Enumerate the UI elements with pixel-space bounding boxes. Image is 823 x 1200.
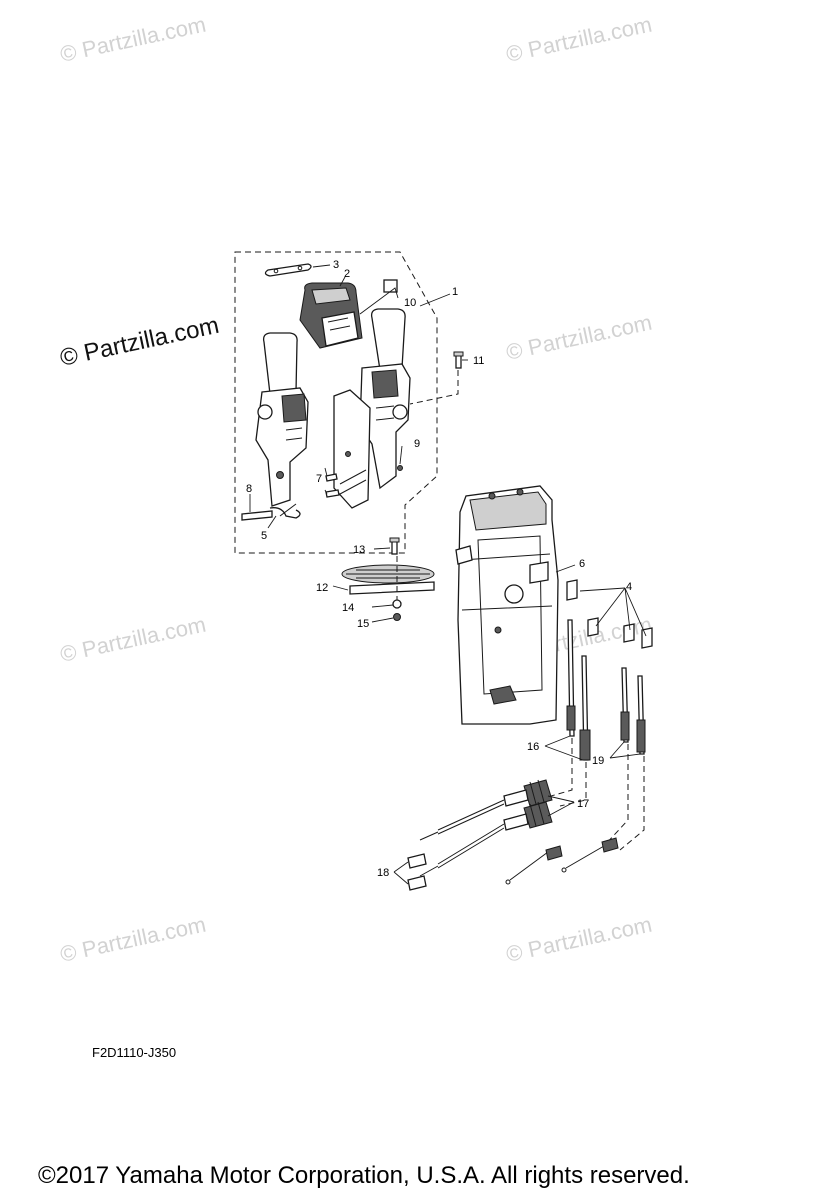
callout-7: 7 [316,473,322,485]
callout-17: 17 [577,798,589,810]
part-center-plate [333,389,371,509]
callout-9: 9 [414,438,420,450]
callout-15: 15 [357,618,369,630]
leader-dashed [409,370,459,405]
watermark: © Partzilla.com [58,912,208,967]
part-bolts [325,473,340,498]
part-left-lever [255,332,309,507]
leader-lines [249,264,647,885]
part-gasket [341,564,435,595]
callout-16: 16 [527,741,539,753]
part-cables-19 [620,667,646,755]
callout-19: 19 [592,755,604,767]
part-cable-housings [503,779,553,831]
watermark: © Partzilla.com [504,912,654,967]
watermark: © Partzilla.com [58,612,208,667]
callout-6: 6 [579,558,585,570]
part-cables-16 [566,619,591,761]
part-bolt-vertical [453,351,464,369]
part-small-block [383,279,398,293]
callout-13: 13 [353,544,365,556]
copyright-notice: ©2017 Yamaha Motor Corporation, U.S.A. A… [38,1162,690,1189]
part-long-cables [407,799,505,891]
callout-2: 2 [344,268,350,280]
part-control-box [455,485,559,725]
callout-11: 11 [473,355,484,367]
callout-4: 4 [626,581,632,593]
part-right-lever [359,308,411,490]
callout-10: 10 [404,297,416,309]
part-top-cover [299,282,363,349]
callout-12: 12 [316,582,328,594]
callouts: 1 2 3 4 5 6 7 8 9 10 11 12 13 14 15 16 1… [246,259,632,879]
reference-code: F2D1110-J350 [92,1045,177,1060]
cable-runs [543,738,645,851]
watermark: © Partzilla.com [504,310,654,365]
part-washer [392,599,402,609]
part-lower-cable-ends [505,837,619,885]
callout-18: 18 [377,867,389,879]
part-bolt-lower [389,537,400,555]
callout-8: 8 [246,483,252,495]
part-linkage [241,503,301,521]
watermark: © Partzilla.com [58,12,208,67]
callout-3: 3 [333,259,339,271]
callout-1: 1 [452,286,458,298]
callout-5: 5 [261,530,267,542]
watermark: © Partzilla.com [504,12,654,67]
callout-14: 14 [342,602,354,614]
part-lock-nut [393,613,401,621]
part-nut [397,465,403,471]
part-strap [264,263,312,277]
assembly-boundary [234,251,438,554]
watermark: © Partzilla.com [58,312,222,372]
